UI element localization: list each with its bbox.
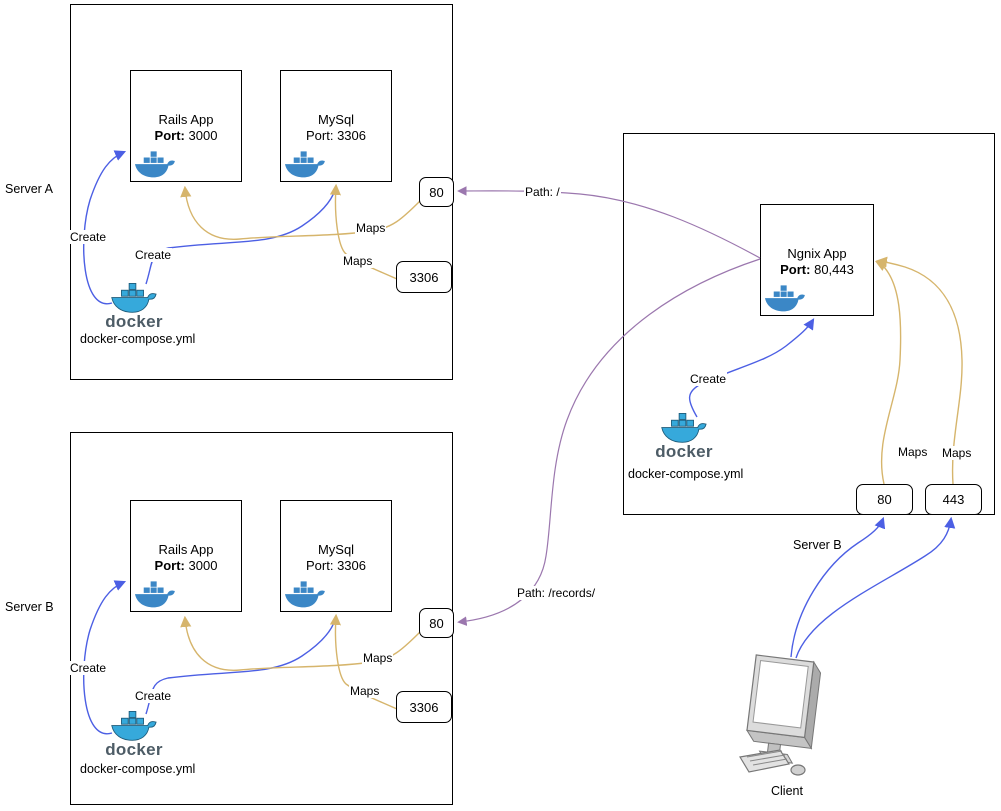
server-b-right-label: Server B (793, 538, 842, 552)
port-chip-80-b: 80 (419, 608, 454, 638)
rails-app-title-a: Rails App (158, 112, 214, 127)
docker-whale-logo-icon (106, 283, 162, 313)
mysql-port-a: Port: 3306 (305, 128, 366, 143)
docker-logo-r: docker (653, 413, 715, 460)
maps-label: Maps (355, 221, 387, 235)
path-records-label: Path: /records/ (516, 586, 597, 600)
mysql-box-b: MySql Port: 3306 (280, 500, 392, 612)
docker-whale-logo-icon (106, 711, 162, 741)
create-label: Create (134, 248, 173, 262)
compose-file-label-b: docker-compose.yml (80, 762, 196, 776)
docker-wordmark: docker (105, 312, 163, 331)
rails-app-port-b: Port: 3000 (154, 558, 218, 573)
maps-label: Maps (342, 254, 374, 268)
nginx-title: Ngnix App (787, 246, 847, 261)
compose-file-label-r: docker-compose.yml (628, 467, 744, 481)
port-chip-3306-a: 3306 (396, 261, 452, 293)
docker-wordmark: docker (655, 442, 713, 461)
rails-app-box-b: Rails App Port: 3000 (130, 500, 242, 612)
maps-label: Maps (362, 651, 394, 665)
port-chip-443-r: 443 (925, 484, 982, 515)
docker-whale-icon (134, 581, 176, 608)
create-label: Create (69, 661, 108, 675)
nginx-port: Port: 80,443 (780, 262, 854, 277)
port-chip-3306-b: 3306 (396, 691, 452, 723)
server-a-label: Server A (5, 182, 53, 196)
docker-wordmark: docker (105, 740, 163, 759)
client-computer-icon (739, 654, 822, 776)
client-computer (736, 653, 836, 786)
mysql-box-a: MySql Port: 3306 (280, 70, 392, 182)
server-b-left-label: Server B (5, 600, 54, 614)
rails-app-port-a: Port: 3000 (154, 128, 218, 143)
create-label: Create (134, 689, 173, 703)
path-root-label: Path: / (524, 185, 561, 199)
mysql-title-a: MySql (317, 112, 355, 127)
docker-whale-logo-icon (656, 413, 712, 443)
port-chip-80-r: 80 (856, 484, 913, 515)
docker-logo-b: docker (103, 711, 165, 758)
docker-whale-icon (284, 581, 326, 608)
rails-app-box-a: Rails App Port: 3000 (130, 70, 242, 182)
client-label: Client (771, 784, 803, 798)
maps-label: Maps (349, 684, 381, 698)
docker-whale-icon (134, 151, 176, 178)
docker-whale-icon (764, 285, 806, 312)
docker-logo-a: docker (103, 283, 165, 330)
docker-whale-icon (284, 151, 326, 178)
mysql-port-b: Port: 3306 (305, 558, 366, 573)
maps-label: Maps (897, 445, 929, 459)
create-label: Create (69, 230, 108, 244)
create-label: Create (689, 372, 728, 386)
nginx-box: Ngnix App Port: 80,443 (760, 204, 874, 316)
mysql-title-b: MySql (317, 542, 355, 557)
maps-label: Maps (941, 446, 973, 460)
compose-file-label-a: docker-compose.yml (80, 332, 196, 346)
rails-app-title-b: Rails App (158, 542, 214, 557)
port-chip-80-a: 80 (419, 177, 454, 207)
